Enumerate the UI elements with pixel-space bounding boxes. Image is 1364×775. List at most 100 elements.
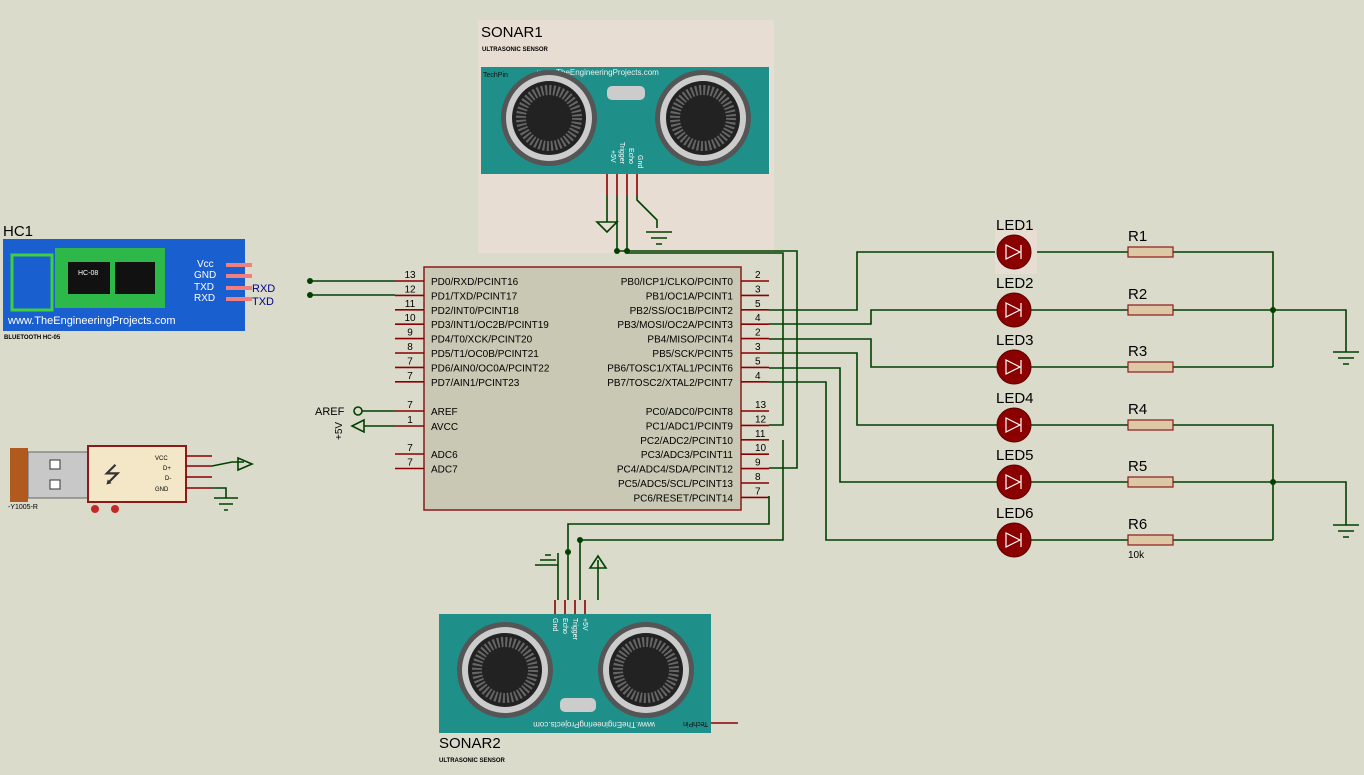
usb-pin-labels: VCC D+ D- GND (155, 456, 171, 493)
hc1-net-txd: TXD (252, 296, 274, 308)
mcu-left-pin-number: 12 (404, 284, 416, 295)
mcu-portc-pin-number: 9 (755, 458, 761, 469)
diode-icon (1005, 359, 1022, 375)
aref-terminal (353, 406, 363, 416)
resistor-4[interactable] (1127, 419, 1174, 431)
mcu-right-pin-number: 5 (755, 356, 761, 367)
svg-text:GND: GND (155, 487, 169, 493)
mcu-portc-pin-number: 12 (755, 414, 767, 425)
mcu-left-pin-name: PD2/INT0/PCINT18 (431, 306, 519, 317)
diode-icon (1005, 417, 1022, 433)
mcu-right-pin-number: 2 (755, 328, 761, 339)
sonar1-ground-symbol (646, 231, 672, 245)
power-label: +5V (334, 422, 345, 440)
mcu-left-pin-name: PD5/T1/OC0B/PCINT21 (431, 349, 539, 360)
mcu-aux-pin-number: 7 (407, 443, 413, 454)
led-4[interactable] (996, 407, 1032, 443)
mcu-right-pin-name: PB7/TOSC2/XTAL2/PCINT7 (607, 378, 733, 389)
sonar2-brand: www.TheEngineeringProjects.com (533, 720, 656, 729)
led-2[interactable] (996, 292, 1032, 328)
led-label: LED2 (996, 275, 1034, 292)
led-label: LED3 (996, 332, 1034, 349)
resistor-body (1127, 476, 1174, 488)
hc1-bluetooth-module[interactable]: HC1 HC-08 www.TheEngineeringProjects.com… (3, 223, 275, 341)
svg-text:Trigger: Trigger (618, 142, 625, 165)
mcu-aux-pin-name: ADC7 (431, 465, 458, 476)
resistor-1[interactable] (1127, 246, 1174, 258)
diode-icon (1005, 302, 1022, 318)
led-label: LED5 (996, 447, 1034, 464)
usb-ground-symbol (214, 497, 238, 511)
usb-plug-end (10, 448, 28, 502)
usb-connector[interactable]: ⭍ VCC D+ D- GND -Y1005-R (8, 445, 255, 513)
sonar2-type: ULTRASONIC SENSOR (439, 758, 506, 764)
mcu-right-pin-name: PB3/MOSI/OC2A/PCINT3 (617, 320, 733, 331)
usb-vcc-arrow (237, 456, 255, 472)
resistor-2[interactable] (1127, 304, 1174, 316)
resistor-body (1127, 304, 1174, 316)
resistor-value-label: 10k (1128, 550, 1145, 561)
sonar2-transducer-right (598, 622, 694, 718)
sonar1-transducer-left (501, 70, 597, 166)
led-3[interactable] (996, 349, 1032, 385)
mcu-portc-pin-name: PC6/RESET/PCINT14 (634, 493, 734, 504)
resistor-3[interactable] (1127, 361, 1174, 373)
mcu-right-pin-name: PB0/ICP1/CLKO/PCINT0 (621, 277, 734, 288)
mcu-right-pin-number: 4 (755, 313, 761, 324)
mcu-left-pin-number: 7 (407, 356, 413, 367)
mcu-aux-pin-number: 1 (407, 415, 413, 426)
resistor-body (1127, 246, 1174, 258)
hc1-antenna (10, 253, 54, 312)
led-5[interactable] (996, 464, 1032, 500)
diode-icon (1005, 244, 1022, 260)
resistor-label: R6 (1128, 516, 1147, 533)
sonar2[interactable]: Gnd Echo Trigger +5V www.TheEngineeringP… (439, 600, 738, 764)
mcu-right-pin-name: PB2/SS/OC1B/PCINT2 (630, 306, 734, 317)
led-body (996, 407, 1032, 443)
mcu-left-pin-name: PD0/RXD/PCINT16 (431, 277, 519, 288)
mcu-left-pin-name: PD1/TXD/PCINT17 (431, 291, 518, 302)
led-1[interactable] (996, 234, 1032, 270)
svg-text:VCC: VCC (155, 456, 168, 462)
sonar1-type: ULTRASONIC SENSOR (482, 47, 549, 53)
led-6[interactable] (996, 522, 1032, 558)
svg-text:Gnd: Gnd (551, 618, 558, 631)
microcontroller[interactable]: 13PD0/RXD/PCINT1612PD1/TXD/PCINT1711PD2/… (315, 266, 769, 511)
resistor-label: R5 (1128, 458, 1147, 475)
resistor-body (1127, 534, 1174, 546)
avcc-power-arrow (350, 418, 365, 434)
mcu-left-pin-name: PD6/AIN0/OC0A/PCINT22 (431, 363, 550, 374)
sonar1-power-arrow (595, 221, 619, 234)
svg-text:GND: GND (194, 270, 216, 281)
mcu-left-pins: 13PD0/RXD/PCINT1612PD1/TXD/PCINT1711PD2/… (395, 270, 550, 389)
svg-text:D+: D+ (163, 466, 171, 472)
mcu-aux-pin-number: 7 (407, 400, 413, 411)
hc1-net-rxd: RXD (252, 283, 275, 295)
mcu-portc-pin-number: 13 (755, 400, 767, 411)
mcu-right-pin-name: PB6/TOSC1/XTAL1/PCINT6 (607, 363, 733, 374)
mcu-aux-pin-name: AVCC (431, 422, 458, 433)
led-body (996, 349, 1032, 385)
sonar1-transducer-right (655, 70, 751, 166)
mcu-portc-pin-number: 11 (755, 429, 766, 440)
hc1-caption: BLUETOOTH HC-05 (4, 335, 61, 341)
sonar1[interactable]: SONAR1 ULTRASONIC SENSOR TechPin www.The… (478, 20, 774, 253)
mcu-left-pin-number: 13 (404, 270, 416, 281)
resistor-6[interactable] (1127, 534, 1174, 546)
led-body (996, 234, 1032, 270)
mcu-right-pin-number: 2 (755, 270, 761, 281)
mcu-left-pin-number: 10 (404, 313, 416, 324)
resistor-label: R4 (1128, 401, 1147, 418)
resistor-5[interactable] (1127, 476, 1174, 488)
sonar1-tag: TechPin (483, 72, 508, 79)
svg-text:Vcc: Vcc (197, 259, 214, 270)
mcu-right-pin-number: 4 (755, 371, 761, 382)
svg-text:D-: D- (165, 476, 171, 482)
svg-text:TXD: TXD (194, 282, 214, 293)
mcu-portc-pin-number: 8 (755, 472, 761, 483)
sonar2-transducer-left (457, 622, 553, 718)
